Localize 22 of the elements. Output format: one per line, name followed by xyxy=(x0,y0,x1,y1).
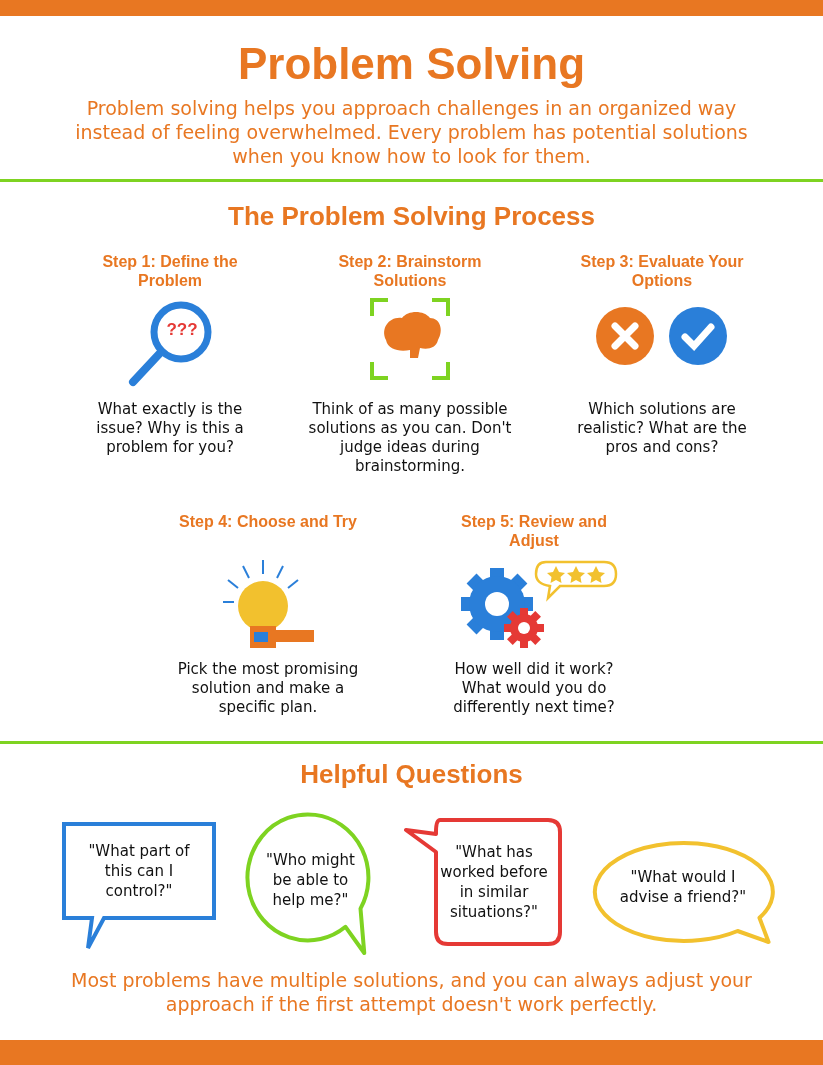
intro-text: Problem solving helps you approach challenges in an organized way instead of feeling overwhelmed. Every problem has potential solutions when you know how to look for them. xyxy=(74,96,749,168)
title: Problem Solving xyxy=(236,38,587,90)
step-description: Pick the most promising solution and make a specific plan. xyxy=(176,660,360,717)
question-text: "What part of this can I control?" xyxy=(87,841,191,901)
step-heading: Step 5: Review and Adjust xyxy=(460,512,608,550)
step-description: Which solutions are realistic? What are the pros and cons? xyxy=(576,400,748,457)
color-band xyxy=(0,1040,823,1065)
step-heading: Step 3: Evaluate Your Options xyxy=(579,252,745,290)
closing-note: Most problems have multiple solutions, and you can always adjust your approach if the first attempt doesn't work perfectly. xyxy=(70,968,753,1016)
step-heading: Step 1: Define the Problem xyxy=(101,252,239,290)
question-text: "What has worked before in similar situations?" xyxy=(440,842,548,922)
question-text: "What would I advise a friend?" xyxy=(618,867,748,907)
step-description: What exactly is the issue? Why is this a problem for you? xyxy=(95,400,245,457)
step-description: How well did it work? What would you do differently next time? xyxy=(452,660,616,717)
section-heading: Helpful Questions xyxy=(299,758,524,790)
color-band xyxy=(0,0,823,16)
question-marks: ??? xyxy=(165,320,199,340)
step-description: Think of as many possible solutions as you can. Don't judge ideas during brainstorming. xyxy=(307,400,513,476)
section-heading: The Problem Solving Process xyxy=(227,200,596,232)
question-text: "Who might be able to help me?" xyxy=(265,850,356,910)
step-heading: Step 2: Brainstorm Solutions xyxy=(337,252,483,290)
step-heading: Step 4: Choose and Try xyxy=(178,512,358,531)
